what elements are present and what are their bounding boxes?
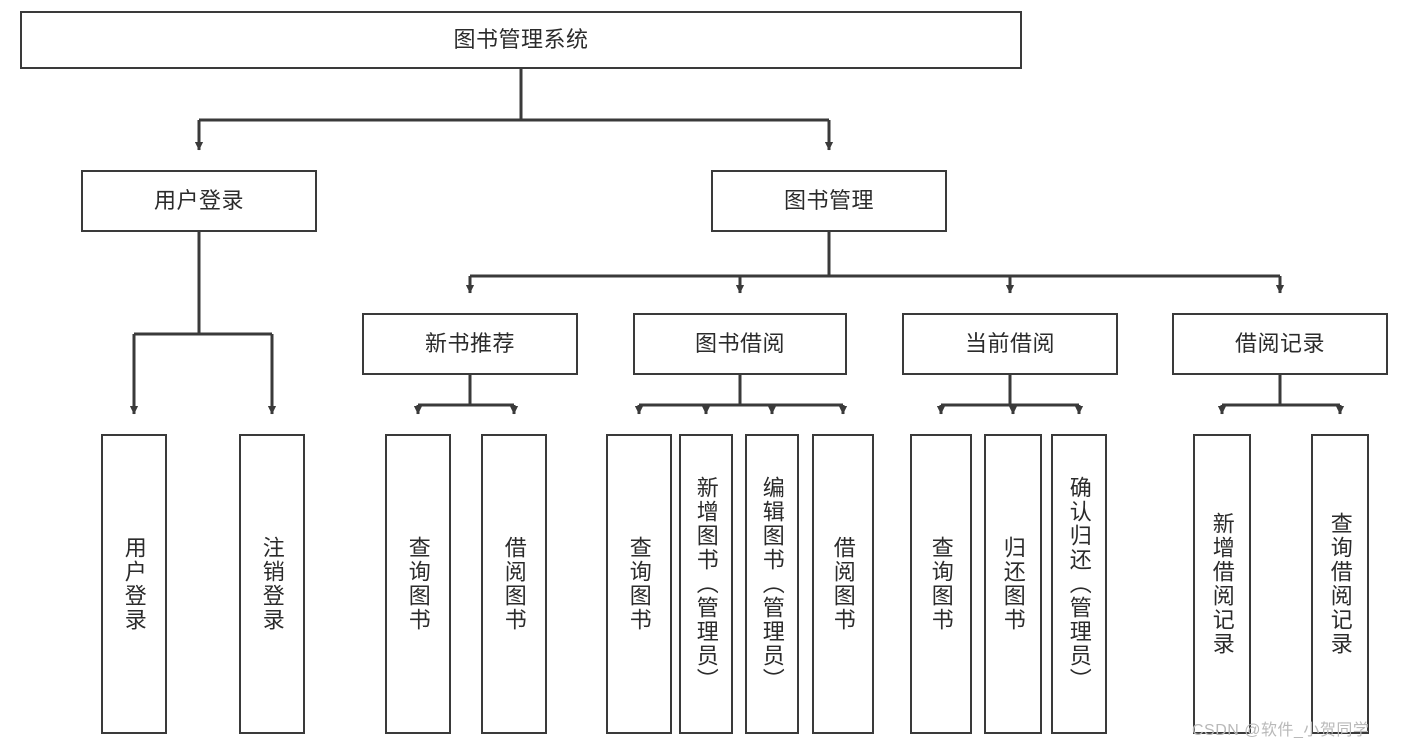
node-root-label: 图书管理系统: [453, 26, 589, 52]
leaf-borrow-book-1[interactable]: 借阅图书: [481, 434, 547, 734]
node-book-borrow[interactable]: 图书借阅: [633, 313, 847, 375]
leaf-add-borrow-record[interactable]: 新增借阅记录: [1193, 434, 1251, 734]
watermark: CSDN @软件_小贺同学: [1192, 722, 1370, 739]
node-new-book-recommend[interactable]: 新书推荐: [362, 313, 578, 375]
node-new-book-recommend-label: 新书推荐: [424, 330, 515, 356]
leaf-return-book-label: 归还图书: [1000, 536, 1026, 632]
node-user-login-label: 用户登录: [153, 187, 244, 213]
node-borrow-record-label: 借阅记录: [1234, 330, 1325, 356]
node-current-borrow-label: 当前借阅: [964, 330, 1055, 356]
leaf-edit-book[interactable]: 编辑图书（管理员）: [745, 434, 799, 734]
leaf-user-login-label: 用户登录: [121, 536, 147, 632]
leaf-return-book[interactable]: 归还图书: [984, 434, 1042, 734]
leaf-query-borrow-record-label: 查询借阅记录: [1327, 512, 1353, 656]
node-root[interactable]: 图书管理系统: [20, 11, 1022, 69]
node-borrow-record[interactable]: 借阅记录: [1172, 313, 1388, 375]
leaf-query-book-2-label: 查询图书: [626, 536, 652, 632]
leaf-add-borrow-record-label: 新增借阅记录: [1209, 512, 1235, 656]
leaf-confirm-return[interactable]: 确认归还（管理员）: [1051, 434, 1107, 734]
leaf-query-book-1[interactable]: 查询图书: [385, 434, 451, 734]
node-user-login[interactable]: 用户登录: [81, 170, 317, 232]
node-book-manage-label: 图书管理: [783, 187, 874, 213]
leaf-query-borrow-record[interactable]: 查询借阅记录: [1311, 434, 1369, 734]
leaf-query-book-3-label: 查询图书: [928, 536, 954, 632]
leaf-borrow-book-1-label: 借阅图书: [501, 536, 527, 632]
leaf-borrow-book-2[interactable]: 借阅图书: [812, 434, 874, 734]
leaf-logout-label: 注销登录: [259, 536, 285, 632]
node-current-borrow[interactable]: 当前借阅: [902, 313, 1118, 375]
node-book-borrow-label: 图书借阅: [694, 330, 785, 356]
leaf-borrow-book-2-label: 借阅图书: [830, 536, 856, 632]
leaf-add-book[interactable]: 新增图书（管理员）: [679, 434, 733, 734]
leaf-edit-book-label: 编辑图书（管理员）: [759, 476, 785, 692]
leaf-user-login[interactable]: 用户登录: [101, 434, 167, 734]
leaf-query-book-2[interactable]: 查询图书: [606, 434, 672, 734]
leaf-query-book-3[interactable]: 查询图书: [910, 434, 972, 734]
leaf-query-book-1-label: 查询图书: [405, 536, 431, 632]
leaf-add-book-label: 新增图书（管理员）: [693, 476, 719, 692]
leaf-logout[interactable]: 注销登录: [239, 434, 305, 734]
leaf-confirm-return-label: 确认归还（管理员）: [1066, 476, 1092, 692]
node-book-manage[interactable]: 图书管理: [711, 170, 947, 232]
